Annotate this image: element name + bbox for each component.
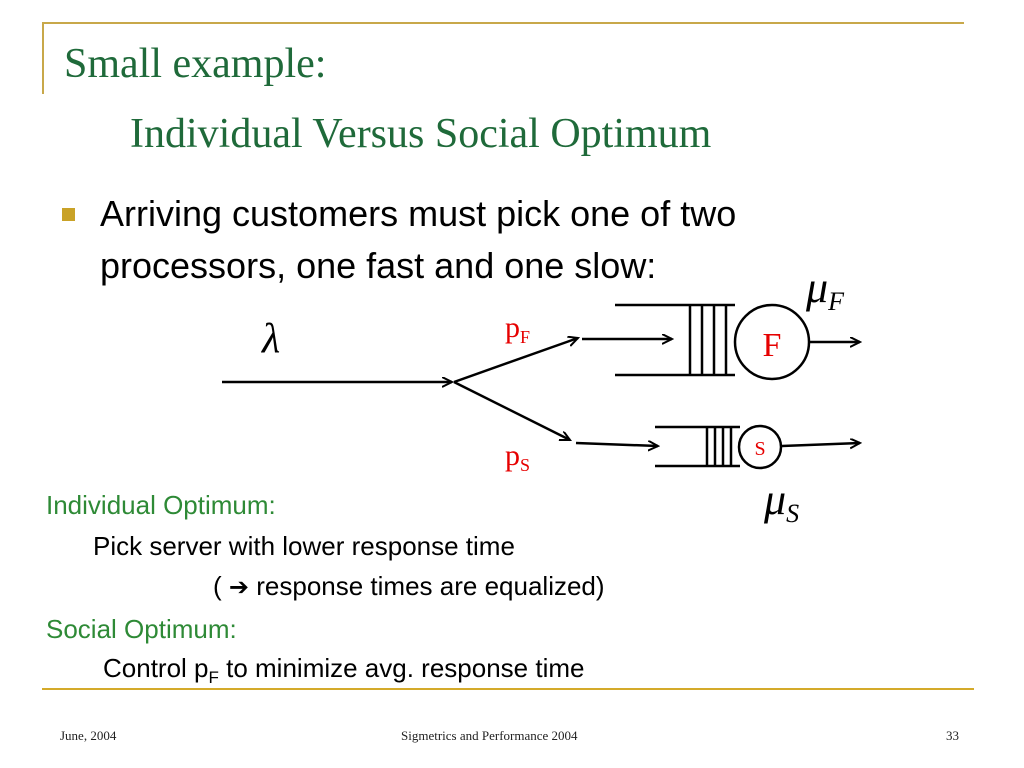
slow-server-label: S: [754, 438, 765, 460]
frame-left-rule: [42, 22, 44, 94]
bullet-square-icon: [62, 208, 75, 221]
prob-fast-label: pF: [505, 311, 530, 347]
branch-fast-arrow: [453, 338, 578, 384]
prob-slow-label: pS: [505, 439, 530, 475]
slide-title-line1: Small example:: [64, 41, 327, 87]
right-arrow-icon: ➔: [228, 574, 250, 601]
social-line-sub: F: [208, 668, 219, 688]
footer-page-number: 33: [946, 728, 959, 743]
slow-output-arrow: [781, 443, 860, 446]
individual-optimum-line2-rest: response times are equalized): [256, 571, 605, 601]
social-line-prefix: Control p: [103, 653, 209, 683]
slow-rate-label: μS: [763, 475, 799, 528]
frame-bottom-rule: [42, 688, 974, 690]
social-optimum-line: Control pF to minimize avg. response tim…: [103, 653, 584, 688]
fast-server-label: F: [763, 327, 782, 364]
individual-optimum-line2: ( ➔ response times are equalized): [213, 571, 605, 602]
slow-queue-input-arrow: [575, 443, 658, 446]
fast-rate-label: μF: [805, 263, 845, 316]
slow-server-circle: [737, 424, 783, 470]
bullet-text: Arriving customers must pick one of two …: [100, 193, 737, 286]
footer-conference: Sigmetrics and Performance 2004: [401, 728, 578, 743]
fast-server-circle: [733, 303, 811, 381]
social-optimum-heading: Social Optimum:: [46, 614, 237, 644]
individual-optimum-heading: Individual Optimum:: [46, 490, 276, 520]
frame-top-rule: [42, 22, 964, 24]
social-line-suffix: to minimize avg. response time: [218, 653, 585, 683]
branch-slow-arrow: [453, 380, 570, 442]
footer-date: June, 2004: [60, 728, 117, 743]
slide-title-line2: Individual Versus Social Optimum: [130, 111, 712, 157]
individual-optimum-line1: Pick server with lower response time: [93, 531, 515, 561]
paren-open: (: [213, 571, 222, 601]
arrival-rate-label: λ: [260, 316, 280, 362]
